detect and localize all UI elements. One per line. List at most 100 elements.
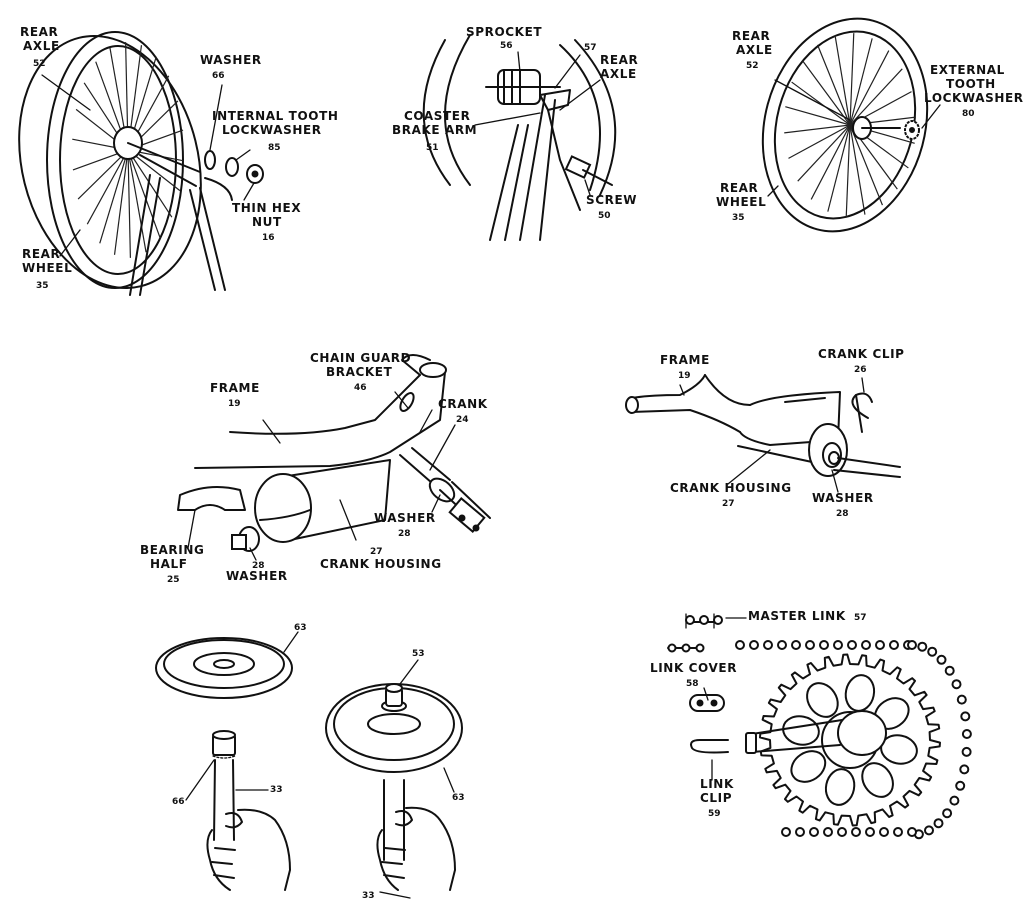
wheel-spoke: [827, 124, 851, 212]
rear-wheel-drawing-2: [761, 17, 941, 233]
part-33-number-bottom: 33: [362, 891, 375, 901]
frame-and-housing-drawing: [177, 354, 491, 561]
screw-label: SCREW: [586, 193, 637, 207]
wheel-spoke: [788, 124, 851, 159]
chain-link: [956, 694, 967, 705]
crank-clip-drawing: [625, 374, 901, 493]
part-57-number: 57: [584, 43, 597, 53]
wheel-spoke: [791, 81, 851, 126]
chainring-window: [790, 750, 827, 783]
chain-link: [847, 640, 857, 650]
chain-link: [907, 827, 917, 837]
wheel-spoke: [785, 106, 851, 126]
crank-housing-number-5: 27: [722, 499, 735, 509]
wheel-spoke: [797, 124, 851, 182]
chainring-window: [782, 715, 820, 746]
washer-label-5: WASHER: [812, 491, 874, 505]
sprocket-label: SPROCKET: [466, 25, 542, 39]
chain-link: [917, 641, 928, 652]
wheel-spoke: [849, 38, 873, 126]
chainring-window: [844, 674, 876, 712]
rear-wheel-drawing: [18, 31, 264, 296]
wheel-spoke: [802, 60, 851, 126]
frame-label: FRAME: [210, 381, 260, 395]
washer-number-5: 28: [836, 509, 849, 519]
washer-left-number: 28: [252, 561, 265, 571]
washer-right-number: 28: [398, 529, 411, 539]
wheel-spoke: [99, 149, 129, 244]
chain-link: [927, 646, 938, 657]
chainring-window: [824, 768, 856, 806]
washer-label: WASHER: [200, 53, 262, 67]
washer-left-label: WASHER: [226, 569, 288, 583]
lockwasher-number-3: 80: [962, 109, 975, 119]
link-cover-label: LINK COVER: [650, 661, 737, 675]
frame-number-5: 19: [678, 371, 691, 381]
training-wheel-drawing: [155, 631, 463, 899]
chain-link: [951, 679, 962, 690]
chain-link: [865, 827, 875, 837]
crank-label: CRANK: [438, 397, 488, 411]
wheel-spoke: [816, 44, 851, 126]
chain-link: [749, 640, 759, 650]
frame-label-5: FRAME: [660, 353, 710, 367]
screw-number: 50: [598, 211, 611, 221]
chain-link: [781, 827, 791, 837]
part-33-number-top: 33: [270, 785, 283, 795]
chainring-window: [861, 762, 894, 798]
chain-link: [907, 640, 917, 650]
hub-and-brake-drawing: [422, 34, 617, 241]
chainring-teeth: [759, 653, 941, 827]
master-link-label: MASTER LINK: [748, 609, 846, 623]
panel-training-wheels: 63 53 66 33 63 33: [155, 623, 465, 901]
chain-link: [961, 746, 972, 757]
wheel-spoke: [127, 149, 161, 239]
bearing-half-number: 25: [167, 575, 180, 585]
chain-link: [837, 827, 847, 837]
crank-housing-label: CRANK HOUSING: [320, 557, 442, 571]
rear-wheel-number-3: 35: [732, 213, 745, 223]
wheel-spoke: [834, 35, 851, 126]
sprocket-number: 56: [500, 41, 513, 51]
chainring-window: [806, 682, 839, 718]
chain-link: [961, 729, 972, 739]
chain-link: [735, 640, 745, 650]
bracket-number: 46: [354, 383, 367, 393]
chain-link: [777, 640, 787, 650]
wheel-spoke: [849, 50, 890, 126]
chain-link: [851, 827, 861, 837]
crank-number: 24: [456, 415, 469, 425]
chain-link: [791, 640, 801, 650]
chain-link: [893, 827, 903, 837]
wheel-spoke: [127, 149, 147, 253]
wheel-spoke: [810, 124, 851, 200]
wheel-spoke: [127, 149, 173, 218]
chain-link: [795, 827, 805, 837]
link-clip-number: 59: [708, 809, 721, 819]
chain-link: [833, 640, 843, 650]
panel-crank-clip: FRAME 19 CRANK CLIP 26 CRANK HOUSING 27 …: [625, 347, 905, 519]
part-53-number: 53: [412, 649, 425, 659]
wheel-spoke: [845, 124, 851, 217]
chain-link: [879, 827, 889, 837]
chain-link: [875, 640, 885, 650]
frame-number: 19: [228, 399, 241, 409]
chain-link: [936, 654, 947, 665]
chain-link: [944, 665, 955, 676]
part-63-number-bottom: 63: [452, 793, 465, 803]
crank-clip-number: 26: [854, 365, 867, 375]
crank-clip-label: CRANK CLIP: [818, 347, 905, 361]
lockwasher-number: 85: [268, 143, 281, 153]
chain-link: [959, 764, 970, 775]
